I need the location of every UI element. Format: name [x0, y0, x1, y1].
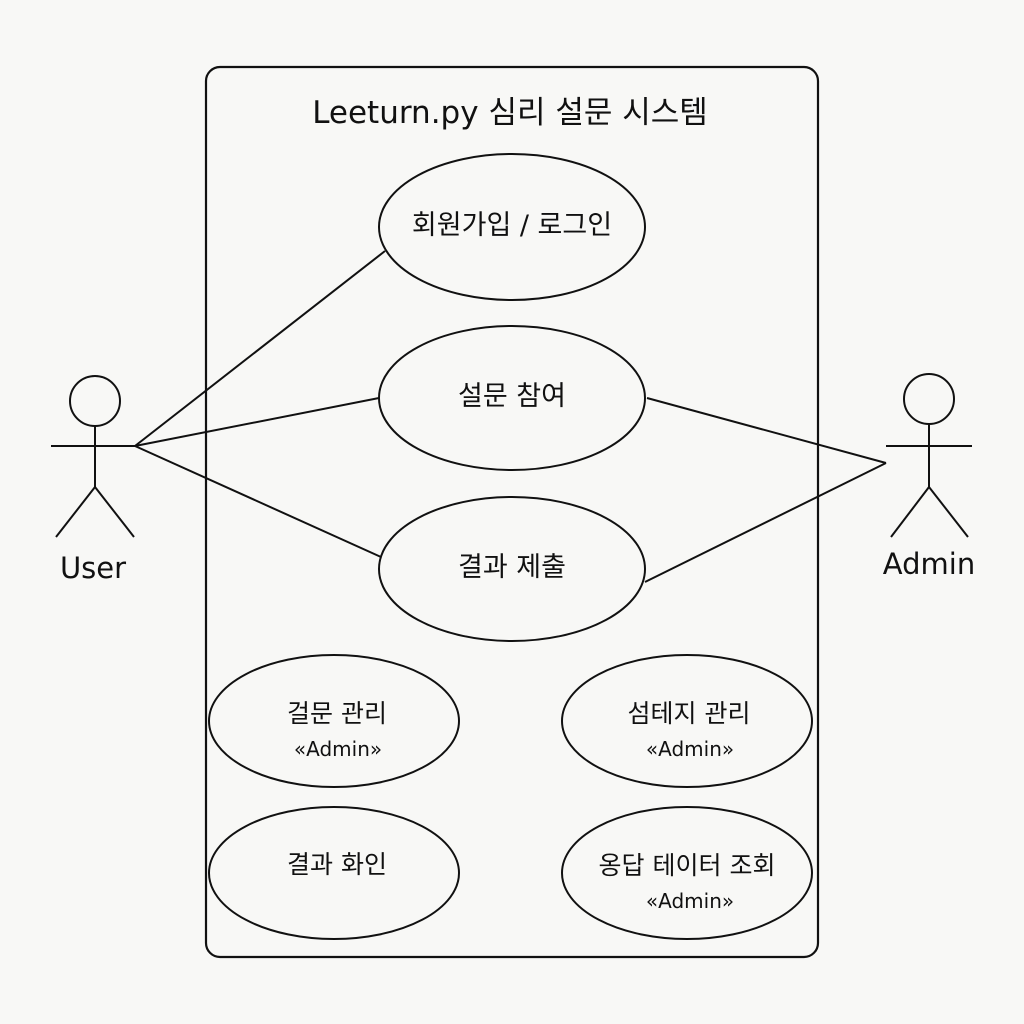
association-admin-survey [646, 397, 887, 464]
use-case-result-submission-label: 결과 제출 [458, 552, 566, 583]
use-case-question-management-stereotype: «Admin» [294, 737, 382, 761]
use-case-signup-login-ellipse [378, 153, 646, 301]
use-case-option-management-stereotype: «Admin» [646, 737, 734, 761]
use-case-option-management[interactable]: 섬테지 관리 «Admin» [561, 654, 813, 788]
actor-user-right-leg [94, 486, 135, 538]
use-case-survey-participation[interactable]: 설문 참여 [378, 325, 646, 471]
association-user-result [134, 445, 382, 558]
use-case-response-data-view-label: 옹답 테이터 조회 [599, 851, 776, 880]
actor-user-left-leg [55, 486, 96, 538]
use-case-result-submission-ellipse [378, 496, 646, 642]
actor-admin-right-leg [928, 486, 969, 538]
actor-admin-name: Admin [883, 547, 975, 581]
use-case-option-management-ellipse [561, 654, 813, 788]
use-case-result-submission[interactable]: 결과 제출 [378, 496, 646, 642]
use-case-signup-login[interactable]: 회원가입 / 로그인 [378, 153, 646, 301]
use-case-result-check-ellipse [208, 806, 460, 940]
system-title: Leeturn.py 심리 설문 시스템 [312, 95, 708, 131]
association-user-survey [134, 397, 380, 447]
actor-user: User [51, 375, 137, 585]
association-admin-result [644, 462, 887, 583]
use-case-question-management-label: 걸문 관리 [287, 699, 387, 728]
actor-admin-left-leg [890, 486, 930, 538]
use-case-signup-login-label: 회원가입 / 로그인 [412, 210, 612, 241]
use-case-result-check[interactable]: 결과 화인 [208, 806, 460, 940]
use-case-result-check-label: 결과 화인 [287, 850, 387, 879]
use-case-question-management[interactable]: 걸문 관리 «Admin» [208, 654, 460, 788]
use-case-option-management-label: 섬테지 관리 [628, 699, 751, 728]
use-case-response-data-view[interactable]: 옹답 테이터 조회 «Admin» [561, 806, 813, 940]
association-user-signup [134, 250, 386, 447]
use-case-response-data-view-ellipse [561, 806, 813, 940]
actor-admin-head [903, 373, 955, 425]
use-case-response-data-view-stereotype: «Admin» [646, 889, 734, 913]
actor-admin: Admin [883, 373, 975, 581]
actor-user-head [69, 375, 121, 427]
actor-user-name: User [60, 551, 126, 585]
use-case-question-management-ellipse [208, 654, 460, 788]
use-case-survey-participation-ellipse [378, 325, 646, 471]
use-case-survey-participation-label: 설문 참여 [458, 381, 566, 412]
system-boundary [204, 65, 820, 959]
